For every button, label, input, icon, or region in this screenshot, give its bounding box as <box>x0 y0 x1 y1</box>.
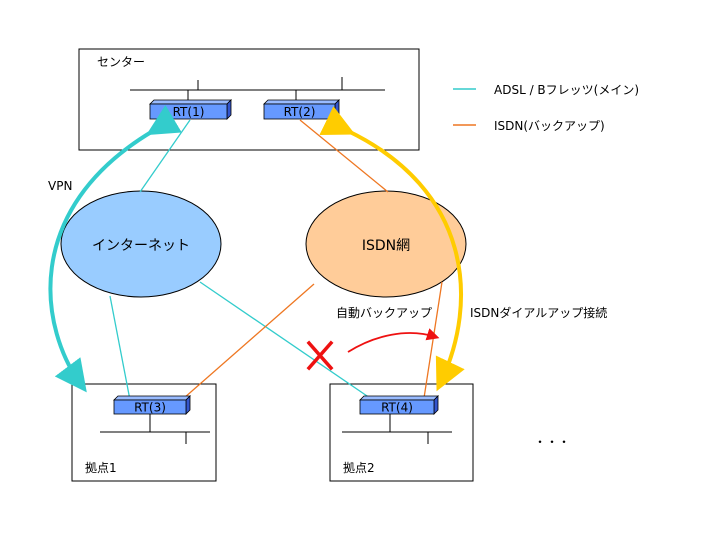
auto-backup-arrow <box>347 328 440 353</box>
site2-lan <box>342 414 452 444</box>
router-rt1-label: RT(1) <box>173 105 205 119</box>
internet-label: インターネット <box>92 238 190 254</box>
isdn-dialup-label: ISDNダイアルアップ接続 <box>470 305 607 320</box>
vpn-label: VPN <box>48 179 72 193</box>
router-rt2: RT(2) <box>263 99 340 120</box>
site1-label: 拠点1 <box>85 461 117 475</box>
router-rt3: RT(3) <box>113 395 191 415</box>
vpn-arrow <box>48 104 182 393</box>
isdn-label: ISDN網 <box>362 238 410 254</box>
auto-backup-label: 自動バックアップ <box>336 306 432 320</box>
site1-lan <box>100 414 210 444</box>
router-rt4-label: RT(4) <box>381 401 413 415</box>
isdn-dialup-arrow <box>319 106 465 392</box>
more-sites-ellipsis: ・・・ <box>534 435 570 449</box>
legend: ADSL / Bフレッツ(メイン) ISDN(バックアップ) <box>453 83 639 133</box>
center-site-label: センター <box>97 55 145 69</box>
router-rt4: RT(4) <box>359 395 439 415</box>
failure-mark <box>306 340 334 371</box>
router-rt3-label: RT(3) <box>134 401 166 415</box>
router-rt2-label: RT(2) <box>284 105 316 119</box>
site2-label: 拠点2 <box>343 461 375 475</box>
legend-adsl-label: ADSL / Bフレッツ(メイン) <box>494 83 639 97</box>
router-rt1: RT(1) <box>149 99 232 120</box>
legend-isdn-label: ISDN(バックアップ) <box>494 119 605 133</box>
